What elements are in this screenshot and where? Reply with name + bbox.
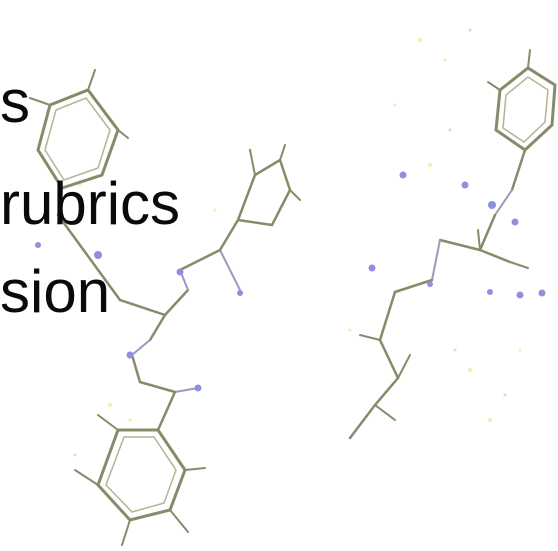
text-line-1: s (0, 68, 30, 135)
text-line-2: rubrics (0, 170, 181, 237)
text-line-3: sion (0, 258, 111, 325)
right-nitrogen-atoms (368, 171, 546, 299)
noise-speckles (73, 28, 522, 457)
right-molecule (348, 49, 557, 440)
left-nitrogen-atoms (35, 242, 243, 392)
